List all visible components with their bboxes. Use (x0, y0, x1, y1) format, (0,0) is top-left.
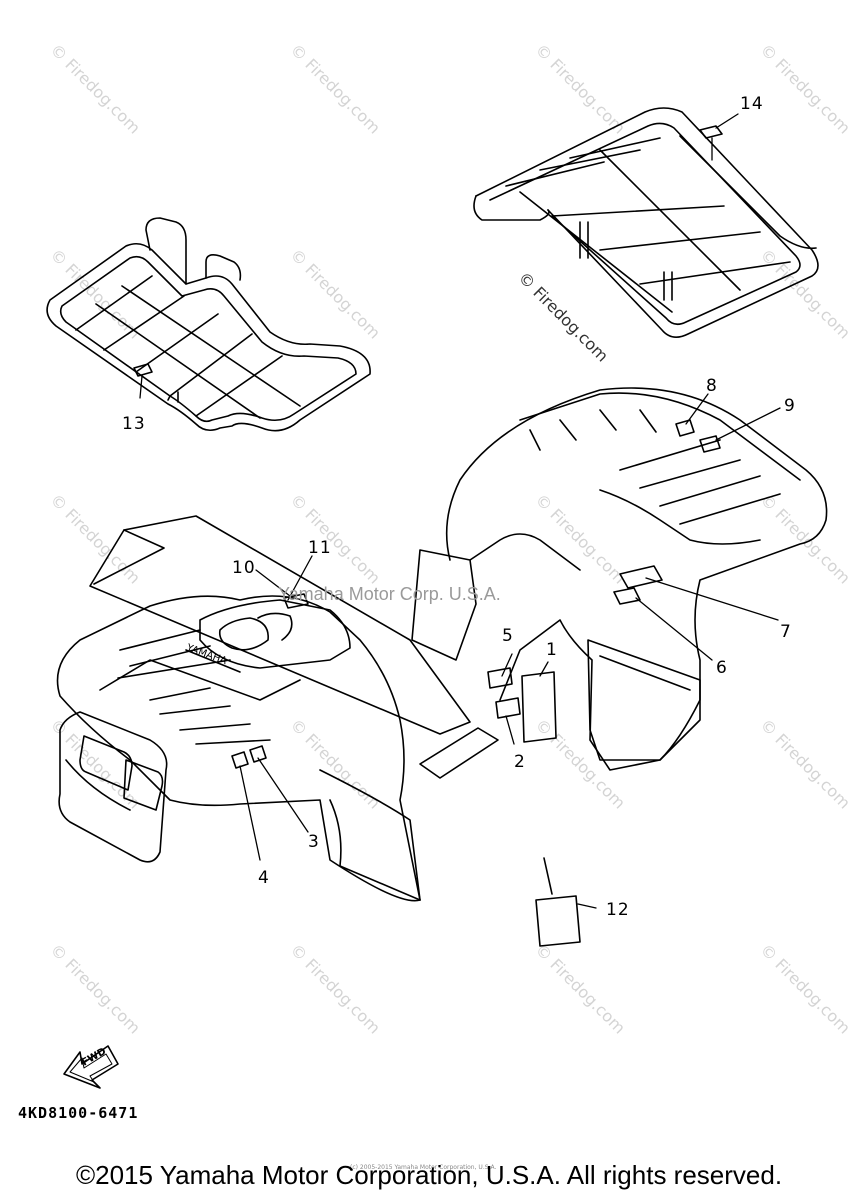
ref-label-5: 5 (502, 626, 514, 646)
ref-label-13: 13 (122, 414, 146, 434)
rear-carrier-rack (473, 107, 819, 338)
ref-label-3: 3 (308, 832, 320, 852)
fwd-arrow-icon (63, 1045, 119, 1089)
ref-label-2: 2 (514, 752, 526, 772)
ref-label-4: 4 (258, 868, 270, 888)
tiny-copyright: (c) 2005-2015 Yamaha Motor Corporation, … (350, 1164, 497, 1171)
footer-copyright: ©2015 Yamaha Motor Corporation, U.S.A. A… (75, 1160, 783, 1190)
ref-label-14: 14 (740, 94, 764, 114)
ref-label-6: 6 (716, 658, 728, 678)
front-carrier-rack (46, 217, 371, 432)
front-fender (56, 515, 499, 902)
ref-label-8: 8 (706, 376, 718, 396)
ref-label-11: 11 (308, 538, 332, 558)
hang-tag (535, 857, 581, 947)
fwd-text: FWD (80, 1046, 108, 1069)
ref-label-1: 1 (546, 640, 558, 660)
ref-label-10: 10 (232, 558, 256, 578)
center-watermark: Yamaha Motor Corp. U.S.A. (278, 584, 501, 604)
ref-label-7: 7 (780, 622, 792, 642)
ref-label-9: 9 (784, 396, 796, 416)
leader-lines (139, 113, 781, 909)
diagram-part-code: 4KD8100-6471 (18, 1104, 139, 1122)
ref-label-12: 12 (606, 900, 630, 920)
rear-fender (411, 387, 828, 771)
